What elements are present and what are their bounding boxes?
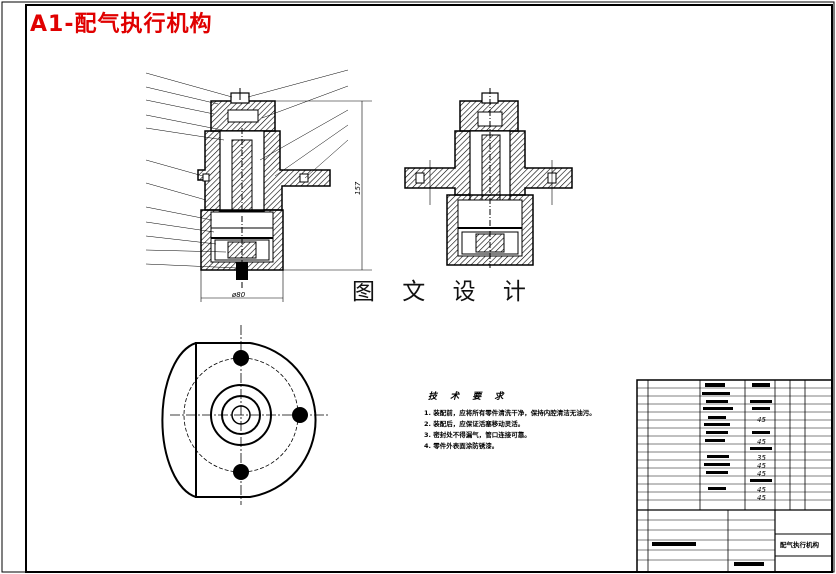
requirement-item: 2. 装配后，应保证活塞移动灵活。	[424, 420, 525, 428]
diameter-dimension-label: ø80	[232, 291, 246, 299]
material-cell: 45	[757, 416, 766, 424]
material-cell: 45	[757, 438, 766, 446]
technical-requirements-list: 1. 装配前，应将所有零件清洗干净，保持内腔清洁无油污。 2. 装配后，应保证活…	[424, 408, 596, 452]
height-dimension-label: 157	[354, 181, 362, 195]
section-view-left	[145, 69, 372, 302]
requirement-item: 3. 密封处不得漏气，管口连接可靠。	[424, 431, 531, 439]
material-cell: 35	[757, 454, 766, 462]
watermark-text: 图 文 设 计	[352, 279, 536, 305]
technical-requirements-heading: 技 术 要 求	[428, 392, 509, 402]
requirement-item: 4. 零件外表面涂防锈漆。	[424, 442, 499, 450]
material-cell: 45	[757, 486, 766, 494]
material-cell: 45	[757, 470, 766, 478]
requirement-item: 1. 装配前，应将所有零件清洗干净，保持内腔清洁无油污。	[424, 409, 596, 417]
parts-list-table	[636, 379, 833, 573]
material-cell: 45	[757, 462, 766, 470]
material-cell: 45	[757, 494, 766, 502]
drawing-title: A1-配气执行机构	[30, 12, 213, 37]
plan-view	[161, 325, 330, 505]
title-block-drawing-name: 配气执行机构	[780, 541, 819, 549]
inner-frame	[25, 4, 833, 573]
section-view-right	[404, 88, 573, 268]
